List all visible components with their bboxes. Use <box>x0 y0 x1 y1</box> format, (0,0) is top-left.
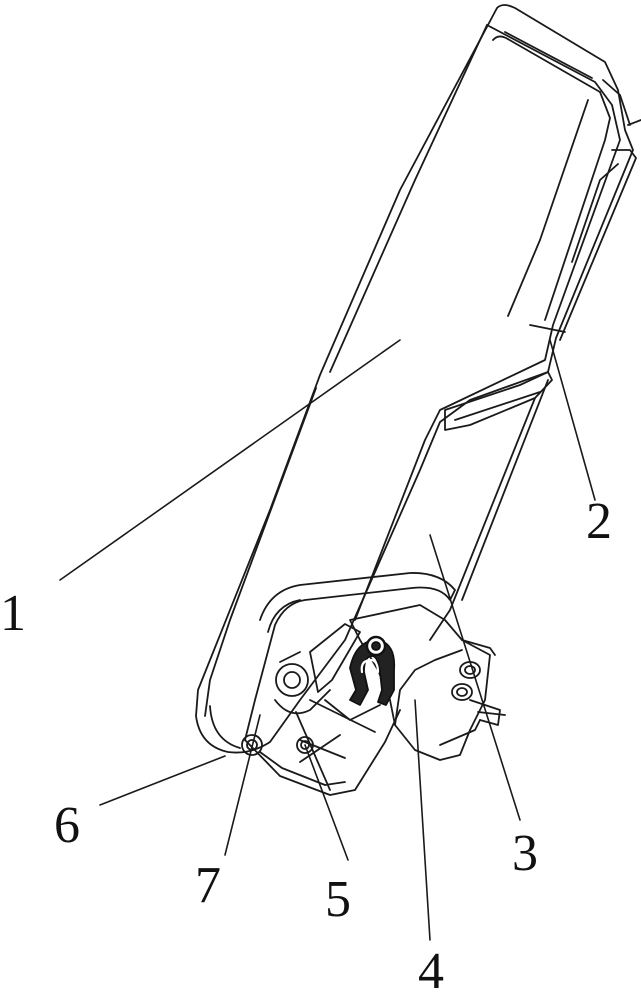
leader-line-1 <box>59 339 401 581</box>
label-3: 3 <box>512 825 538 882</box>
leader-line-2 <box>549 339 596 501</box>
housing-body <box>195 4 641 754</box>
leader-line-3 <box>429 534 521 821</box>
side-panel <box>429 371 553 641</box>
bracket-plate <box>349 604 506 761</box>
label-5: 5 <box>325 871 351 928</box>
label-4: 4 <box>418 943 444 1000</box>
label-1: 1 <box>0 585 26 642</box>
label-2: 2 <box>586 493 612 550</box>
label-6: 6 <box>54 797 80 854</box>
leader-line-5 <box>304 744 349 861</box>
leader-line-7 <box>224 714 261 856</box>
spring-clip <box>349 635 396 706</box>
leader-lines <box>59 339 596 941</box>
linkage <box>241 623 381 763</box>
label-7: 7 <box>195 857 221 914</box>
leader-line-4 <box>414 699 431 941</box>
leader-line-6 <box>99 755 226 806</box>
